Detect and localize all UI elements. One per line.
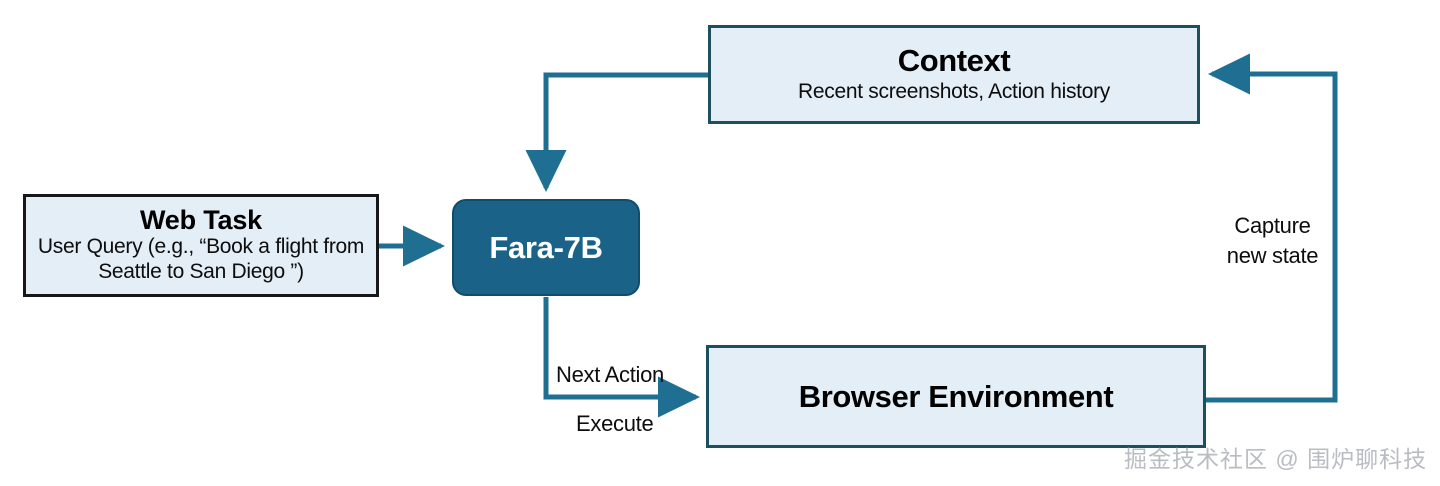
node-fara-7b: Fara-7B — [452, 199, 640, 296]
node-browser-environment: Browser Environment — [706, 345, 1206, 448]
watermark-text: 掘金技术社区 @ 围炉聊科技 — [1124, 446, 1428, 472]
web-task-subtitle: User Query (e.g., “Book a flight from Se… — [37, 235, 365, 284]
node-web-task: Web Task User Query (e.g., “Book a fligh… — [23, 194, 379, 297]
edge-label-next-action: Next Action — [556, 362, 664, 387]
edge-context-to-fara — [525, 72, 708, 193]
web-task-title: Web Task — [140, 205, 262, 236]
edge-browser-to-context — [1206, 53, 1338, 403]
context-subtitle: Recent screenshots, Action history — [798, 80, 1110, 103]
edge-fara-to-browser — [543, 297, 701, 418]
context-title: Context — [897, 43, 1011, 78]
node-context: Context Recent screenshots, Action histo… — [708, 25, 1200, 124]
fara-7b-title: Fara-7B — [489, 229, 603, 265]
browser-environment-title: Browser Environment — [798, 378, 1114, 414]
edge-label-execute: Execute — [576, 411, 654, 436]
edge-label-capture-new-state: Capture new state — [1226, 213, 1319, 268]
